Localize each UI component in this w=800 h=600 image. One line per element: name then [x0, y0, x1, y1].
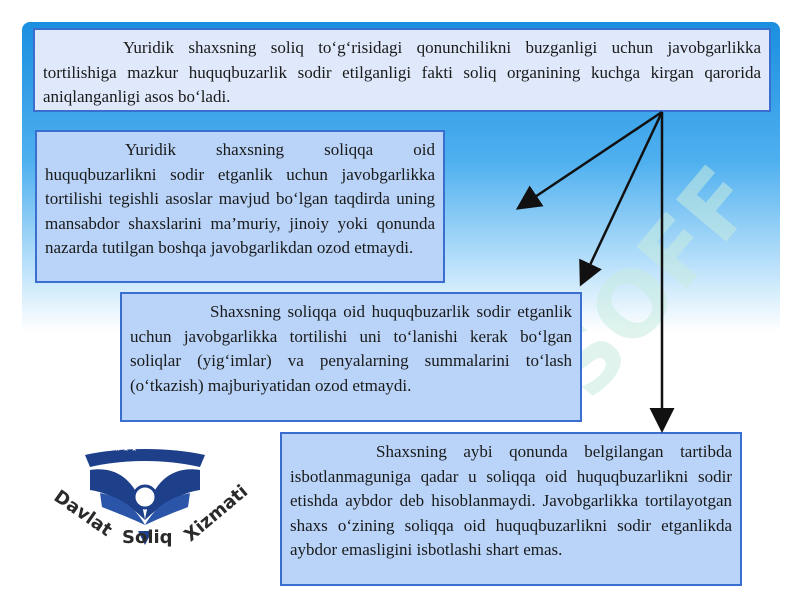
arrow-to-tax-obligation-box [579, 111, 664, 287]
davlat-soliq-xizmati-logo: ★★★★★ Davlat Soliq Xizmati [50, 445, 252, 565]
officials-liability-box: Yuridik shaxsning soliqqa oid huquqbuzar… [35, 130, 445, 283]
officials-liability-text: Yuridik shaxsning soliqqa oid huquqbuzar… [45, 140, 435, 257]
logo-stars: ★★★★★ [98, 445, 140, 453]
eagle-emblem-icon [85, 449, 205, 545]
presumption-of-innocence-box: Shaxsning aybi qonunda belgilangan tarti… [280, 432, 742, 586]
tax-payment-obligation-box: Shaxsning soliqqa oid huquqbuzarlik sodi… [120, 292, 582, 422]
presumption-of-innocence-text: Shaxsning aybi qonunda belgilangan tarti… [290, 442, 732, 559]
main-statement-text: Yuridik shaxsning soliq to‘g‘risidagi qo… [43, 38, 761, 106]
logo-word-soliq: Soliq [122, 527, 173, 548]
main-statement-box: Yuridik shaxsning soliq to‘g‘risidagi qo… [33, 28, 771, 112]
tax-payment-obligation-text: Shaxsning soliqqa oid huquqbuzarlik sodi… [130, 302, 572, 395]
arrow-to-officials-box [515, 110, 663, 210]
